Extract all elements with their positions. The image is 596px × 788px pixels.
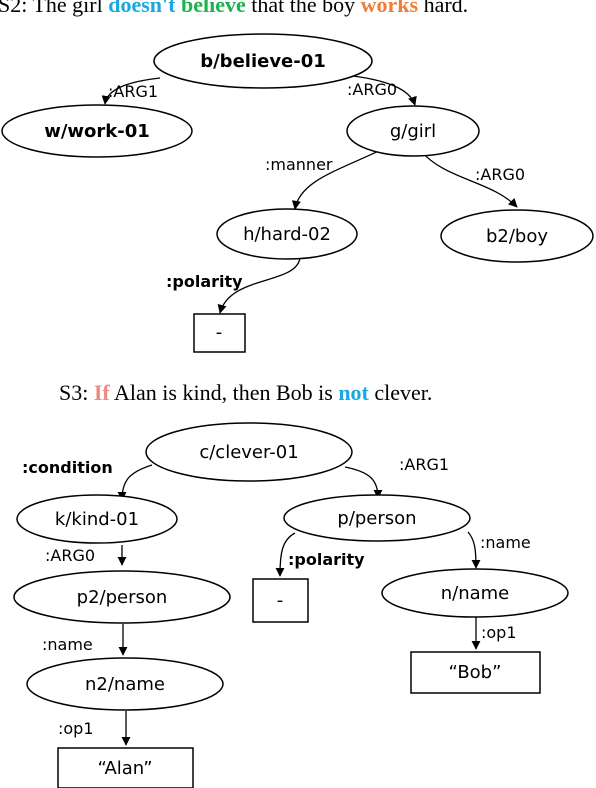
svg-text:n2/name: n2/name [85, 674, 165, 695]
svg-text:p/person: p/person [337, 508, 416, 529]
node-s3-kind: k/kind-01 [16, 494, 178, 544]
svg-text:“Alan”: “Alan” [97, 758, 152, 779]
svg-text:“Bob”: “Bob” [449, 662, 502, 683]
node-s3-name-n: n/name [381, 568, 569, 618]
edge-label-s3-arg1: :ARG1 [399, 455, 449, 474]
edge-label-s3-name-p: :name [480, 533, 531, 552]
svg-text:k/kind-01: k/kind-01 [55, 509, 139, 530]
s3-sentence: S3: If Alan is kind, then Bob is not cle… [59, 380, 432, 405]
node-s3-neg: - [252, 578, 309, 623]
svg-text:h/hard-02: h/hard-02 [243, 224, 331, 245]
node-s3-person-p: p/person [283, 494, 471, 542]
svg-text:p2/person: p2/person [77, 587, 168, 608]
edge-s2-arg1 [101, 77, 161, 105]
s2-sentence: S2: The girl doesn't believe that the bo… [0, 0, 468, 17]
edge-s2-arg0-girl [344, 74, 417, 106]
edge-label-s2-arg1: :ARG1 [108, 82, 158, 101]
node-s2-believe: b/believe-01 [153, 33, 373, 89]
edge-label-s2-polarity: :polarity [166, 272, 243, 291]
svg-text:n/name: n/name [441, 583, 510, 604]
edge-s3-name-p [467, 531, 481, 569]
node-s2-girl: g/girl [346, 105, 480, 157]
node-s2-work: w/work-01 [1, 104, 193, 158]
node-s2-boy: b2/boy [440, 209, 594, 263]
edge-label-s3-op1-alan: :op1 [58, 719, 94, 738]
svg-text:b2/boy: b2/boy [486, 226, 548, 247]
edge-label-s3-polarity: :polarity [288, 550, 365, 569]
edge-label-s3-name-p2: :name [42, 635, 93, 654]
edge-s2-manner [291, 147, 386, 210]
edge-s2-polarity [217, 257, 301, 314]
edge-s3-polarity [275, 532, 296, 577]
node-s3-name-n2: n2/name [26, 657, 224, 711]
svg-text:g/girl: g/girl [390, 121, 436, 142]
edge-label-s2-arg0-girl: :ARG0 [347, 80, 397, 99]
edge-s2-arg0-boy [419, 149, 518, 208]
node-s2-hard: h/hard-02 [216, 208, 358, 260]
node-s2-neg: - [193, 313, 246, 353]
edge-label-s3-condition: :condition [22, 458, 113, 477]
edge-label-s2-manner: :manner [265, 155, 333, 174]
svg-text:-: - [216, 322, 223, 343]
svg-text:-: - [277, 590, 284, 611]
node-s3-alan: “Alan” [57, 747, 194, 788]
edge-s3-arg1 [344, 466, 383, 499]
node-s3-person-p2: p2/person [13, 570, 231, 624]
node-s3-bob: “Bob” [410, 651, 541, 694]
svg-text:b/believe-01: b/believe-01 [200, 51, 326, 72]
node-s3-clever: c/clever-01 [145, 422, 353, 482]
edge-s3-condition [117, 464, 153, 501]
svg-text:w/work-01: w/work-01 [44, 121, 150, 142]
svg-text:c/clever-01: c/clever-01 [199, 442, 298, 463]
edge-label-s3-op1-bob: :op1 [481, 623, 517, 642]
edge-label-s2-arg0-boy: :ARG0 [475, 165, 525, 184]
edge-label-s3-arg0: :ARG0 [45, 546, 95, 565]
